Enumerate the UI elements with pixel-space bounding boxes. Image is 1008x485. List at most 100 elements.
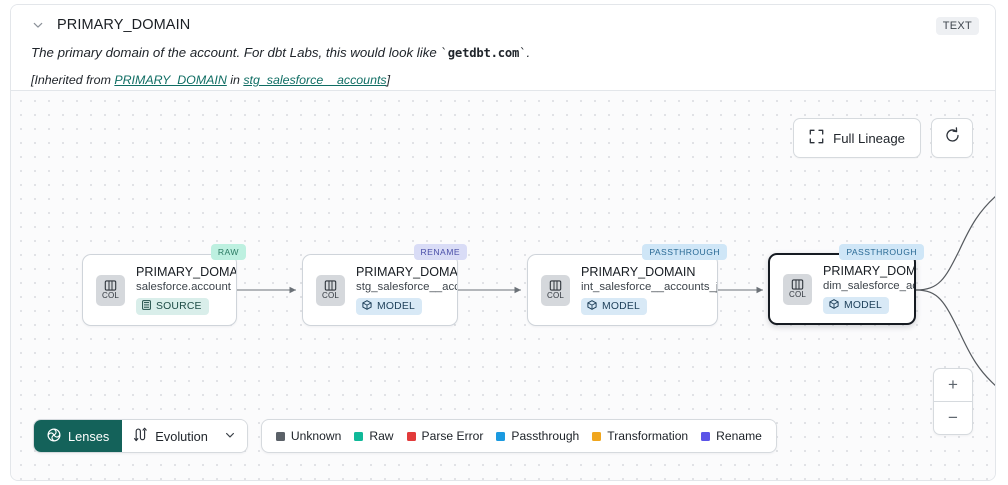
node-tag: RAW <box>210 244 246 260</box>
node-body: PRIMARY_DOMAIN__C salesforce.account SOU… <box>136 265 236 315</box>
col-icon-label: COL <box>546 291 565 300</box>
lens-icon <box>47 427 61 445</box>
node-name: PRIMARY_DOMAIN <box>581 265 696 279</box>
legend-label: Raw <box>369 429 394 443</box>
node-kind-label: SOURCE <box>156 301 202 312</box>
node-body: PRIMARY_DOMAIN int_salesforce__accounts_… <box>581 265 717 315</box>
node-tag: PASSTHROUGH <box>642 244 727 260</box>
col-icon-badge: COL <box>541 274 570 306</box>
legend-item: Rename <box>701 429 762 443</box>
lineage-node[interactable]: RAW COL PRIMARY_DOMAIN__C salesforce.acc… <box>82 244 246 326</box>
node-subtitle: stg_salesforce__accounts <box>356 281 457 293</box>
col-icon-label: COL <box>321 291 340 300</box>
col-icon-badge: COL <box>96 274 125 306</box>
col-icon-badge: COL <box>316 274 345 306</box>
inherited-suffix: ] <box>386 73 391 87</box>
column-type-badge: TEXT <box>935 17 979 35</box>
edge-out-top <box>915 196 995 291</box>
node-kind-label: MODEL <box>844 300 882 311</box>
lenses-label: Lenses <box>68 428 110 444</box>
full-lineage-button[interactable]: Full Lineage <box>793 118 921 158</box>
node-subtitle: salesforce.account <box>136 281 231 293</box>
evolution-dropdown[interactable]: Evolution <box>122 420 247 452</box>
node-kind-badge: MODEL <box>581 298 647 315</box>
legend-swatch <box>275 431 285 441</box>
node-kind-label: MODEL <box>377 301 415 312</box>
col-icon-label: COL <box>101 291 120 300</box>
legend-label: Unknown <box>290 429 342 443</box>
column-detail-card: PRIMARY_DOMAIN TEXT The primary domain o… <box>10 4 996 481</box>
full-lineage-label: Full Lineage <box>833 130 905 146</box>
node-kind-badge: SOURCE <box>136 298 209 315</box>
evolution-label: Evolution <box>155 428 208 444</box>
backtick-open: ` <box>440 46 448 60</box>
legend-swatch <box>354 431 364 441</box>
inherited-model-link[interactable]: stg_salesforce__accounts <box>243 73 387 87</box>
column-icon <box>791 279 804 290</box>
inherited-prefix: [Inherited from <box>31 73 115 87</box>
lenses-control-group: Lenses Evolution <box>33 419 248 453</box>
card-header: PRIMARY_DOMAIN TEXT The primary domain o… <box>11 5 995 91</box>
legend-item: Passthrough <box>496 429 579 443</box>
column-description: The primary domain of the account. For d… <box>31 45 530 60</box>
lenses-button[interactable]: Lenses <box>34 420 123 452</box>
legend-item: Parse Error <box>406 429 484 443</box>
legend-label: Passthrough <box>511 429 580 443</box>
description-code: getdbt.com <box>447 46 520 60</box>
legend-swatch <box>406 431 416 441</box>
node-subtitle: int_salesforce__accounts_joined <box>581 281 717 293</box>
node-name: PRIMARY_DOMAIN <box>823 264 914 278</box>
node-body: PRIMARY_DOMAIN dim_salesforce_accounts M… <box>823 264 914 314</box>
legend-item: Transformation <box>592 429 688 443</box>
node-kind-badge: MODEL <box>823 297 889 314</box>
description-text: The primary domain of the account. For d… <box>31 45 441 60</box>
legend-item: Unknown <box>275 429 342 443</box>
node-tag: RENAME <box>413 244 467 260</box>
inherited-from-note: [Inherited from PRIMARY_DOMAIN in stg_sa… <box>31 73 390 87</box>
expand-icon <box>809 129 824 147</box>
legend-label: Parse Error <box>421 429 484 443</box>
lineage-node-selected[interactable]: PASSTHROUGH COL PRIMARY_DOMAIN dim_sales… <box>768 244 924 325</box>
page-title: PRIMARY_DOMAIN <box>57 17 191 33</box>
lineage-node[interactable]: PASSTHROUGH COL PRIMARY_DOMAIN int_sales… <box>527 244 727 326</box>
lineage-legend: Unknown Raw Parse Error Passthrough Tran… <box>260 419 777 453</box>
description-suffix: . <box>526 45 531 60</box>
zoom-divider <box>934 401 972 402</box>
lineage-node[interactable]: RENAME COL PRIMARY_DOMAIN stg_salesforce… <box>302 244 467 326</box>
node-kind-badge: MODEL <box>356 298 422 315</box>
refresh-button[interactable] <box>931 118 973 158</box>
legend-label: Rename <box>716 429 762 443</box>
chevron-down-icon <box>224 429 236 444</box>
zoom-in-button[interactable]: + <box>948 375 958 394</box>
inherited-column-link[interactable]: PRIMARY_DOMAIN <box>114 73 227 87</box>
column-icon <box>549 280 562 291</box>
node-subtitle: dim_salesforce_accounts <box>823 280 914 292</box>
legend-swatch <box>701 431 711 441</box>
refresh-icon <box>944 127 961 149</box>
cube-icon <box>829 299 839 312</box>
backtick-close: ` <box>519 46 527 60</box>
legend-swatch <box>592 431 602 441</box>
zoom-controls: + − <box>933 368 973 435</box>
lineage-canvas[interactable]: Full Lineage RAW <box>11 91 995 480</box>
inherited-mid: in <box>226 73 244 87</box>
cube-icon <box>587 300 597 313</box>
node-name: PRIMARY_DOMAIN <box>356 265 457 279</box>
evolution-icon <box>133 427 148 445</box>
node-tag: PASSTHROUGH <box>839 244 924 260</box>
column-icon <box>104 280 117 291</box>
canvas-top-controls: Full Lineage <box>793 118 973 158</box>
node-name: PRIMARY_DOMAIN__C <box>136 265 236 279</box>
legend-label: Transformation <box>607 429 689 443</box>
zoom-out-button[interactable]: − <box>948 408 958 427</box>
database-icon <box>142 300 151 313</box>
col-icon-label: COL <box>788 290 807 299</box>
header-title-row: PRIMARY_DOMAIN <box>31 17 190 33</box>
chevron-down-icon[interactable] <box>31 18 45 32</box>
node-body: PRIMARY_DOMAIN stg_salesforce__accounts … <box>356 265 457 315</box>
legend-swatch <box>496 431 506 441</box>
canvas-bottom-bar: Lenses Evolution <box>33 419 777 453</box>
node-kind-label: MODEL <box>602 301 640 312</box>
column-icon <box>324 280 337 291</box>
